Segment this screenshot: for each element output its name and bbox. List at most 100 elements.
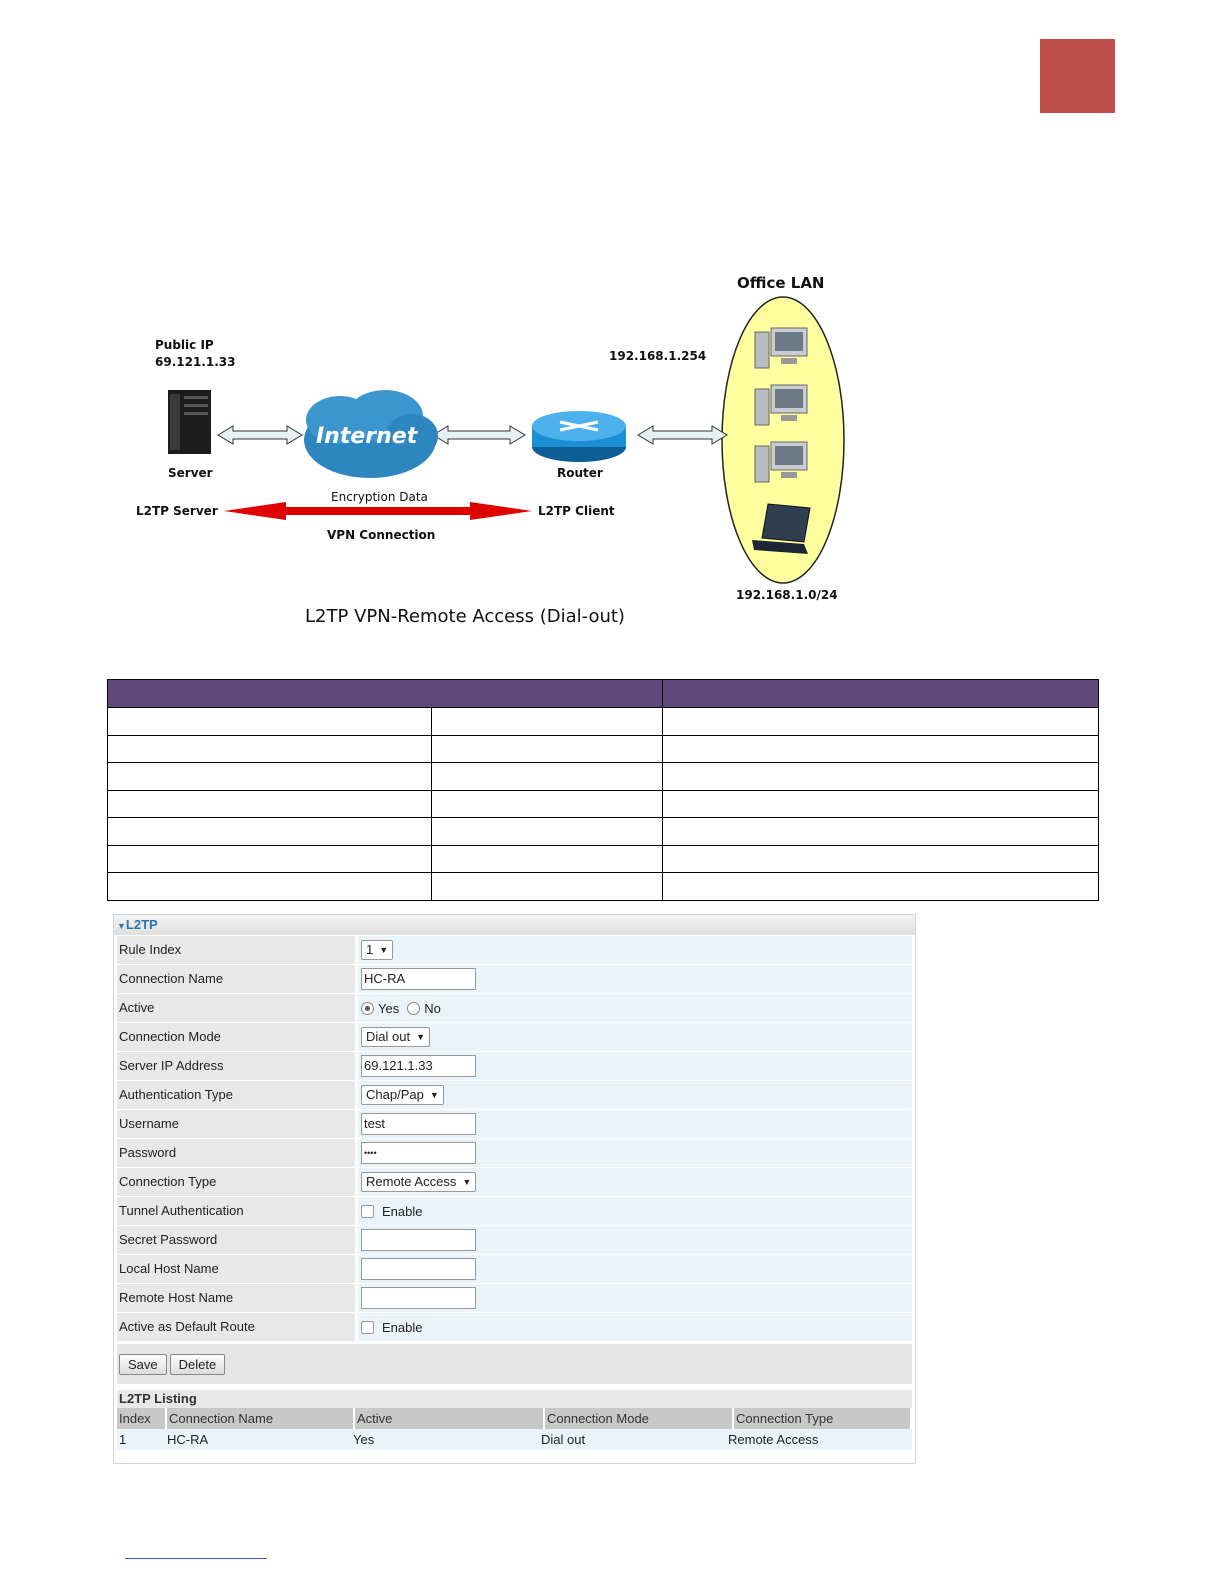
delete-button[interactable]: Delete: [169, 1353, 226, 1375]
listing-cell-index: 1: [117, 1429, 165, 1450]
server-ip-label: Server IP Address: [117, 1052, 355, 1080]
table-row[interactable]: 1 HC-RA Yes Dial out Remote Access: [117, 1429, 912, 1450]
active-yes-label: Yes: [378, 1000, 400, 1016]
collapse-triangle-icon: ▼: [117, 921, 126, 931]
dropdown-arrow-icon: ▼: [416, 1032, 425, 1042]
table-row: [107, 844, 1099, 873]
dropdown-arrow-icon: ▼: [379, 945, 389, 955]
dropdown-arrow-icon: ▼: [429, 1090, 439, 1100]
auth-type-label: Authentication Type: [117, 1081, 355, 1109]
l2tp-server-label: L2TP Server: [136, 504, 218, 518]
router-icon: [532, 411, 626, 462]
link-arrows: [217, 425, 728, 445]
router-ip-label: 192.168.1.254: [609, 349, 707, 363]
listing-cell-connection-name: HC-RA: [165, 1429, 351, 1450]
l2tp-panel-title[interactable]: ▼L2TP: [114, 915, 915, 935]
active-yes-radio[interactable]: [361, 1001, 374, 1015]
corner-decoration: [1040, 39, 1115, 113]
password-row: Password ••••: [117, 1139, 912, 1167]
remote-host-label: Remote Host Name: [117, 1284, 355, 1312]
connection-mode-select[interactable]: Dial out ▼: [361, 1027, 430, 1047]
dropdown-arrow-icon: ▼: [462, 1177, 472, 1187]
network-diagram: Public IP 69.121.1.33 Server Internet Ro…: [0, 240, 1224, 660]
tunnel-auth-checkbox[interactable]: [361, 1204, 374, 1218]
active-no-label: No: [424, 1000, 441, 1016]
vpn-connection-label: VPN Connection: [327, 528, 436, 542]
listing-header-connection-mode: Connection Mode: [545, 1408, 734, 1429]
connection-name-label: Connection Name: [117, 965, 355, 993]
parameter-table: [106, 679, 1099, 901]
remote-host-input[interactable]: [361, 1287, 476, 1309]
table-row: [107, 872, 1099, 901]
remote-host-row: Remote Host Name: [117, 1284, 912, 1312]
default-route-checkbox[interactable]: [361, 1320, 374, 1334]
table-row: [107, 707, 1099, 736]
default-route-label: Active as Default Route: [117, 1313, 355, 1341]
server-ip-input[interactable]: 69.121.1.33: [361, 1055, 476, 1077]
listing-header-connection-type: Connection Type: [734, 1408, 912, 1429]
public-ip-label: Public IP: [155, 338, 214, 352]
rule-index-row: Rule Index 1▼: [117, 936, 912, 964]
internet-cloud-icon: [304, 390, 438, 478]
active-label: Active: [117, 994, 355, 1022]
tunnel-auth-label: Tunnel Authentication: [117, 1197, 355, 1225]
save-button[interactable]: Save: [119, 1353, 167, 1375]
connection-name-input[interactable]: HC-RA: [361, 968, 476, 990]
local-host-input[interactable]: [361, 1258, 476, 1280]
connection-mode-value: Dial out: [366, 1029, 411, 1044]
office-lan-ellipse: [721, 296, 845, 584]
password-label: Password: [117, 1139, 355, 1167]
server-label: Server: [168, 466, 213, 480]
office-lan-label: Office LAN: [737, 274, 825, 292]
tunnel-auth-enable-label: Enable: [382, 1203, 423, 1219]
connection-type-select[interactable]: Remote Access ▼: [361, 1172, 477, 1192]
listing-header-connection-name: Connection Name: [167, 1408, 355, 1429]
listing-cell-connection-type: Remote Access: [726, 1429, 912, 1450]
active-row: Active Yes No: [117, 994, 912, 1022]
auth-type-value: Chap/Pap: [366, 1087, 424, 1102]
l2tp-client-label: L2TP Client: [538, 504, 615, 518]
l2tp-panel: ▼L2TP Rule Index 1▼ Connection Name HC-R…: [113, 914, 916, 1464]
listing-header-active: Active: [355, 1408, 545, 1429]
active-no-radio[interactable]: [407, 1001, 421, 1015]
l2tp-listing-title: L2TP Listing: [117, 1390, 912, 1408]
connection-type-label: Connection Type: [117, 1168, 355, 1196]
table-row: [107, 817, 1099, 846]
local-host-label: Local Host Name: [117, 1255, 355, 1283]
router-label: Router: [557, 466, 603, 480]
table-row: [107, 734, 1099, 763]
server-icon: [168, 390, 211, 454]
default-route-row: Active as Default Route Enable: [117, 1313, 912, 1341]
panel-title-text: L2TP: [125, 917, 158, 932]
tunnel-auth-row: Tunnel Authentication Enable: [117, 1197, 912, 1225]
table-header-row: [106, 679, 1099, 708]
rule-index-value: 1: [366, 942, 374, 957]
table-row: [107, 762, 1099, 791]
username-row: Username test: [117, 1110, 912, 1138]
table-header-cell: [662, 679, 1099, 708]
secret-password-row: Secret Password: [117, 1226, 912, 1254]
listing-cell-connection-mode: Dial out: [539, 1429, 726, 1450]
listing-cell-active: Yes: [351, 1429, 539, 1450]
listing-header: Index Connection Name Active Connection …: [117, 1408, 912, 1429]
public-ip-value: 69.121.1.33: [155, 355, 236, 369]
internet-label: Internet: [316, 424, 418, 449]
password-input[interactable]: ••••: [361, 1142, 476, 1164]
encryption-data-label: Encryption Data: [331, 490, 428, 504]
rule-index-select[interactable]: 1▼: [361, 940, 394, 960]
connection-mode-label: Connection Mode: [117, 1023, 355, 1051]
auth-type-select[interactable]: Chap/Pap ▼: [361, 1085, 444, 1105]
table-row: [107, 789, 1099, 818]
diagram-graphics: [168, 296, 845, 584]
button-bar: Save Delete: [117, 1344, 912, 1384]
connection-type-value: Remote Access: [366, 1174, 457, 1189]
username-label: Username: [117, 1110, 355, 1138]
secret-password-label: Secret Password: [117, 1226, 355, 1254]
secret-password-input[interactable]: [361, 1229, 476, 1251]
server-ip-row: Server IP Address 69.121.1.33: [117, 1052, 912, 1080]
username-input[interactable]: test: [361, 1113, 476, 1135]
connection-mode-row: Connection Mode Dial out ▼: [117, 1023, 912, 1051]
connection-name-row: Connection Name HC-RA: [117, 965, 912, 993]
diagram-caption: L2TP VPN-Remote Access (Dial-out): [305, 606, 625, 627]
local-host-row: Local Host Name: [117, 1255, 912, 1283]
